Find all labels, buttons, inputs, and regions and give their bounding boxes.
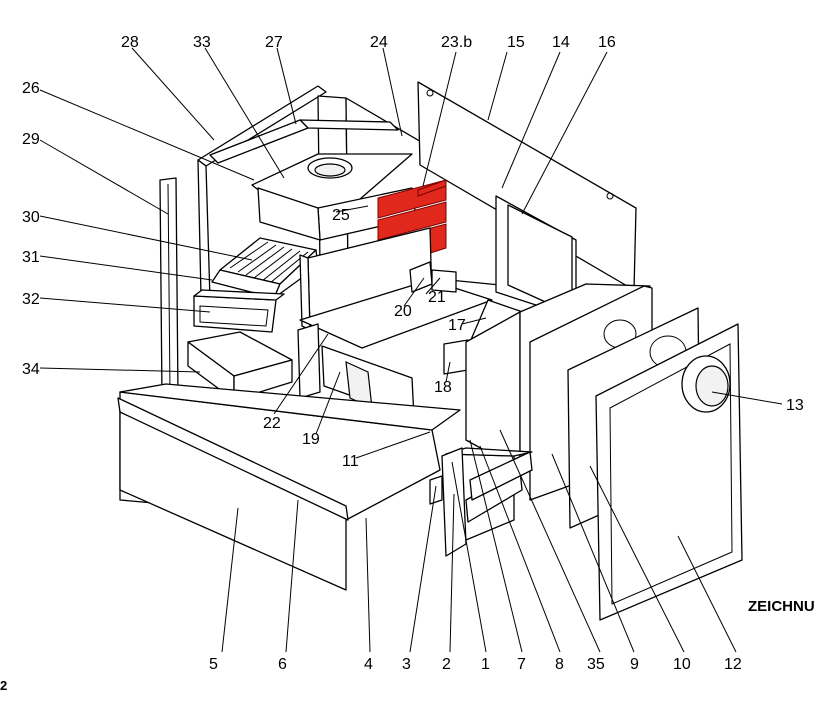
callout-9: 9 <box>630 656 639 673</box>
callout-11: 11 <box>342 453 359 470</box>
support-part-21 <box>431 269 457 293</box>
callout-8: 8 <box>555 656 564 673</box>
callout-5: 5 <box>209 656 218 673</box>
tray-handle-part-6 <box>117 397 349 521</box>
callout-17: 17 <box>448 317 466 334</box>
callout-1: 1 <box>481 656 490 673</box>
callout-3: 3 <box>402 656 411 673</box>
callout-29: 29 <box>22 131 40 148</box>
callout-24: 24 <box>370 34 388 51</box>
top-cover-part-27 <box>209 119 399 164</box>
callout-28: 28 <box>121 34 139 51</box>
callout-26: 26 <box>22 80 40 97</box>
base-strip-part-8 <box>469 451 533 501</box>
knob-part-13 <box>681 355 731 413</box>
clip-part-18 <box>443 339 469 375</box>
drawing-label: ZEICHNU <box>748 598 815 615</box>
callout-16: 16 <box>598 34 616 51</box>
callout-15: 15 <box>507 34 525 51</box>
callout-13: 13 <box>786 397 804 414</box>
bracket-part-22 <box>297 323 321 399</box>
callout-19: 19 <box>302 431 320 448</box>
callout-2: 2 <box>442 656 451 673</box>
callout-10: 10 <box>673 656 691 673</box>
callout-23b: 23.b <box>441 34 472 51</box>
callout-12: 12 <box>724 656 742 673</box>
callout-labels: 28 33 27 24 23.b 15 14 16 26 29 30 31 32… <box>22 34 804 673</box>
callout-4: 4 <box>364 656 373 673</box>
callout-7: 7 <box>517 656 526 673</box>
callout-27: 27 <box>265 34 283 51</box>
corner-latch-part-3 <box>429 475 443 505</box>
ash-holder-part-32 <box>193 289 285 333</box>
callout-21: 21 <box>428 289 446 306</box>
callout-20: 20 <box>394 303 412 320</box>
top-plate-part-33 <box>251 153 413 213</box>
callout-22: 22 <box>263 415 281 432</box>
inner-floor-part-11 <box>299 279 493 349</box>
callout-33: 33 <box>193 34 211 51</box>
callout-35: 35 <box>587 656 605 673</box>
callout-30: 30 <box>22 209 40 226</box>
callout-34: 34 <box>22 361 40 378</box>
callout-6: 6 <box>278 656 287 673</box>
callout-31: 31 <box>22 249 40 266</box>
leader-lines <box>39 47 783 653</box>
callout-14: 14 <box>552 34 570 51</box>
callout-25: 25 <box>332 207 350 224</box>
callout-32: 32 <box>22 291 40 308</box>
rear-frame-part-28 <box>197 85 327 301</box>
callout-18: 18 <box>434 379 452 396</box>
corner-mark: 2 <box>0 678 8 693</box>
